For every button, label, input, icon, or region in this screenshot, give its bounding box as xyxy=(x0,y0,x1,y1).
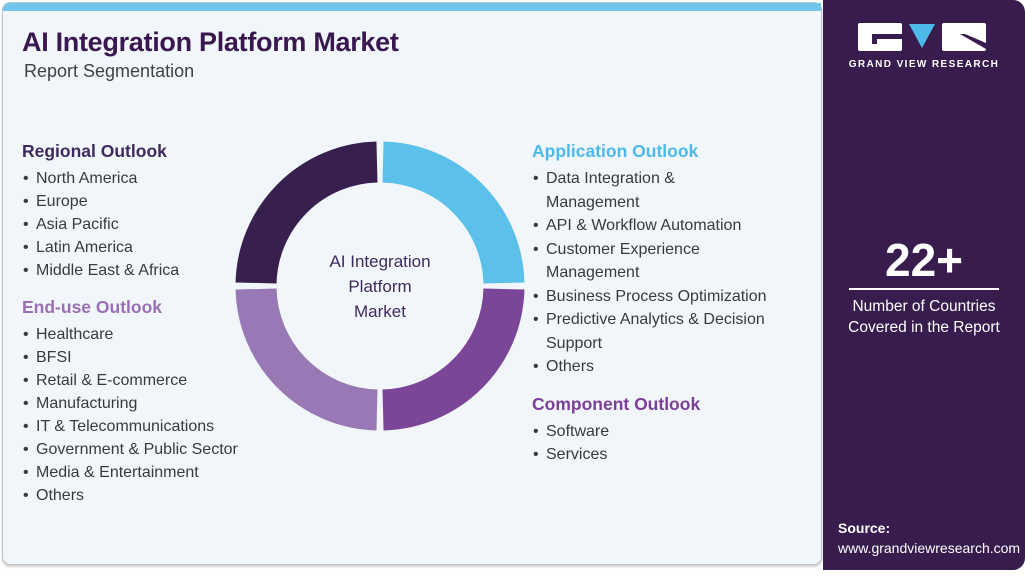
donut-segment-0 xyxy=(381,141,525,285)
list-item: Customer Experience Management xyxy=(532,238,800,285)
section-application: Application Outlook Data Integration & M… xyxy=(532,141,800,379)
donut-chart-svg xyxy=(235,141,525,431)
donut-center-line: Platform xyxy=(348,276,412,296)
donut-segment-2 xyxy=(235,287,379,431)
source-label: Source: xyxy=(838,520,891,536)
list-item: Media & Entertainment xyxy=(22,461,242,484)
brand-name: GRAND VIEW RESEARCH xyxy=(848,59,1000,70)
donut-center-line: Market xyxy=(354,301,406,321)
sidebar: GRAND VIEW RESEARCH 22+ Number of Countr… xyxy=(823,0,1025,570)
donut-center-label: AI Integration Platform Market xyxy=(280,186,480,386)
list-item: BFSI xyxy=(22,346,242,369)
list-item: Middle East & Africa xyxy=(22,259,242,282)
page-subtitle: Report Segmentation xyxy=(24,61,195,81)
section-component: Component Outlook SoftwareServices xyxy=(532,394,800,467)
list-item: Others xyxy=(532,355,800,379)
section-end-use: End-use Outlook HealthcareBFSIRetail & E… xyxy=(22,297,242,507)
donut-segment-3 xyxy=(235,141,379,285)
left-column: Regional Outlook North AmericaEuropeAsia… xyxy=(22,141,242,507)
donut-segment-1 xyxy=(381,287,525,431)
main-card: AI Integration Platform Market Report Se… xyxy=(2,2,822,565)
donut-center-line: AI Integration xyxy=(329,251,431,271)
component-list: SoftwareServices xyxy=(532,420,800,467)
section-heading-end-use: End-use Outlook xyxy=(22,297,162,317)
stat-value: 22+ xyxy=(884,234,964,286)
list-item: Government & Public Sector xyxy=(22,438,242,461)
list-item: Healthcare xyxy=(22,323,242,346)
list-item: Others xyxy=(22,484,242,507)
stat-divider xyxy=(849,288,999,290)
list-item: Services xyxy=(532,443,800,467)
list-item: North America xyxy=(22,167,242,190)
brand-block: GRAND VIEW RESEARCH xyxy=(823,22,1025,70)
donut-chart: AI Integration Platform Market xyxy=(235,141,525,431)
application-list: Data Integration & ManagementAPI & Workf… xyxy=(532,167,800,379)
list-item: Asia Pacific xyxy=(22,213,242,236)
list-item: Manufacturing xyxy=(22,392,242,415)
list-item: Data Integration & Management xyxy=(532,167,800,214)
list-item: Retail & E-commerce xyxy=(22,369,242,392)
stat-block: 22+ Number of Countries Covered in the R… xyxy=(823,236,1025,338)
list-item: Business Process Optimization xyxy=(532,285,800,309)
right-column: Application Outlook Data Integration & M… xyxy=(532,141,800,467)
source-url: www.grandviewresearch.com xyxy=(838,540,1021,556)
page-title: AI Integration Platform Market xyxy=(22,27,399,57)
regional-list: North AmericaEuropeAsia PacificLatin Ame… xyxy=(22,167,242,282)
top-accent-bar xyxy=(3,3,821,11)
list-item: Predictive Analytics & Decision Support xyxy=(532,308,800,355)
section-heading-component: Component Outlook xyxy=(532,393,701,414)
end-use-list: HealthcareBFSIRetail & E-commerceManufac… xyxy=(22,323,242,507)
section-heading-regional: Regional Outlook xyxy=(22,141,167,161)
source-block: Source: www.grandviewresearch.com xyxy=(838,518,1020,558)
list-item: Software xyxy=(532,420,800,444)
list-item: IT & Telecommunications xyxy=(22,415,242,438)
stat-caption: Number of Countries Covered in the Repor… xyxy=(848,298,1000,336)
gvr-logo-icon xyxy=(858,23,986,51)
list-item: API & Workflow Automation xyxy=(532,214,800,238)
list-item: Europe xyxy=(22,190,242,213)
section-heading-application: Application Outlook xyxy=(532,141,699,161)
section-regional: Regional Outlook North AmericaEuropeAsia… xyxy=(22,141,242,282)
list-item: Latin America xyxy=(22,236,242,259)
